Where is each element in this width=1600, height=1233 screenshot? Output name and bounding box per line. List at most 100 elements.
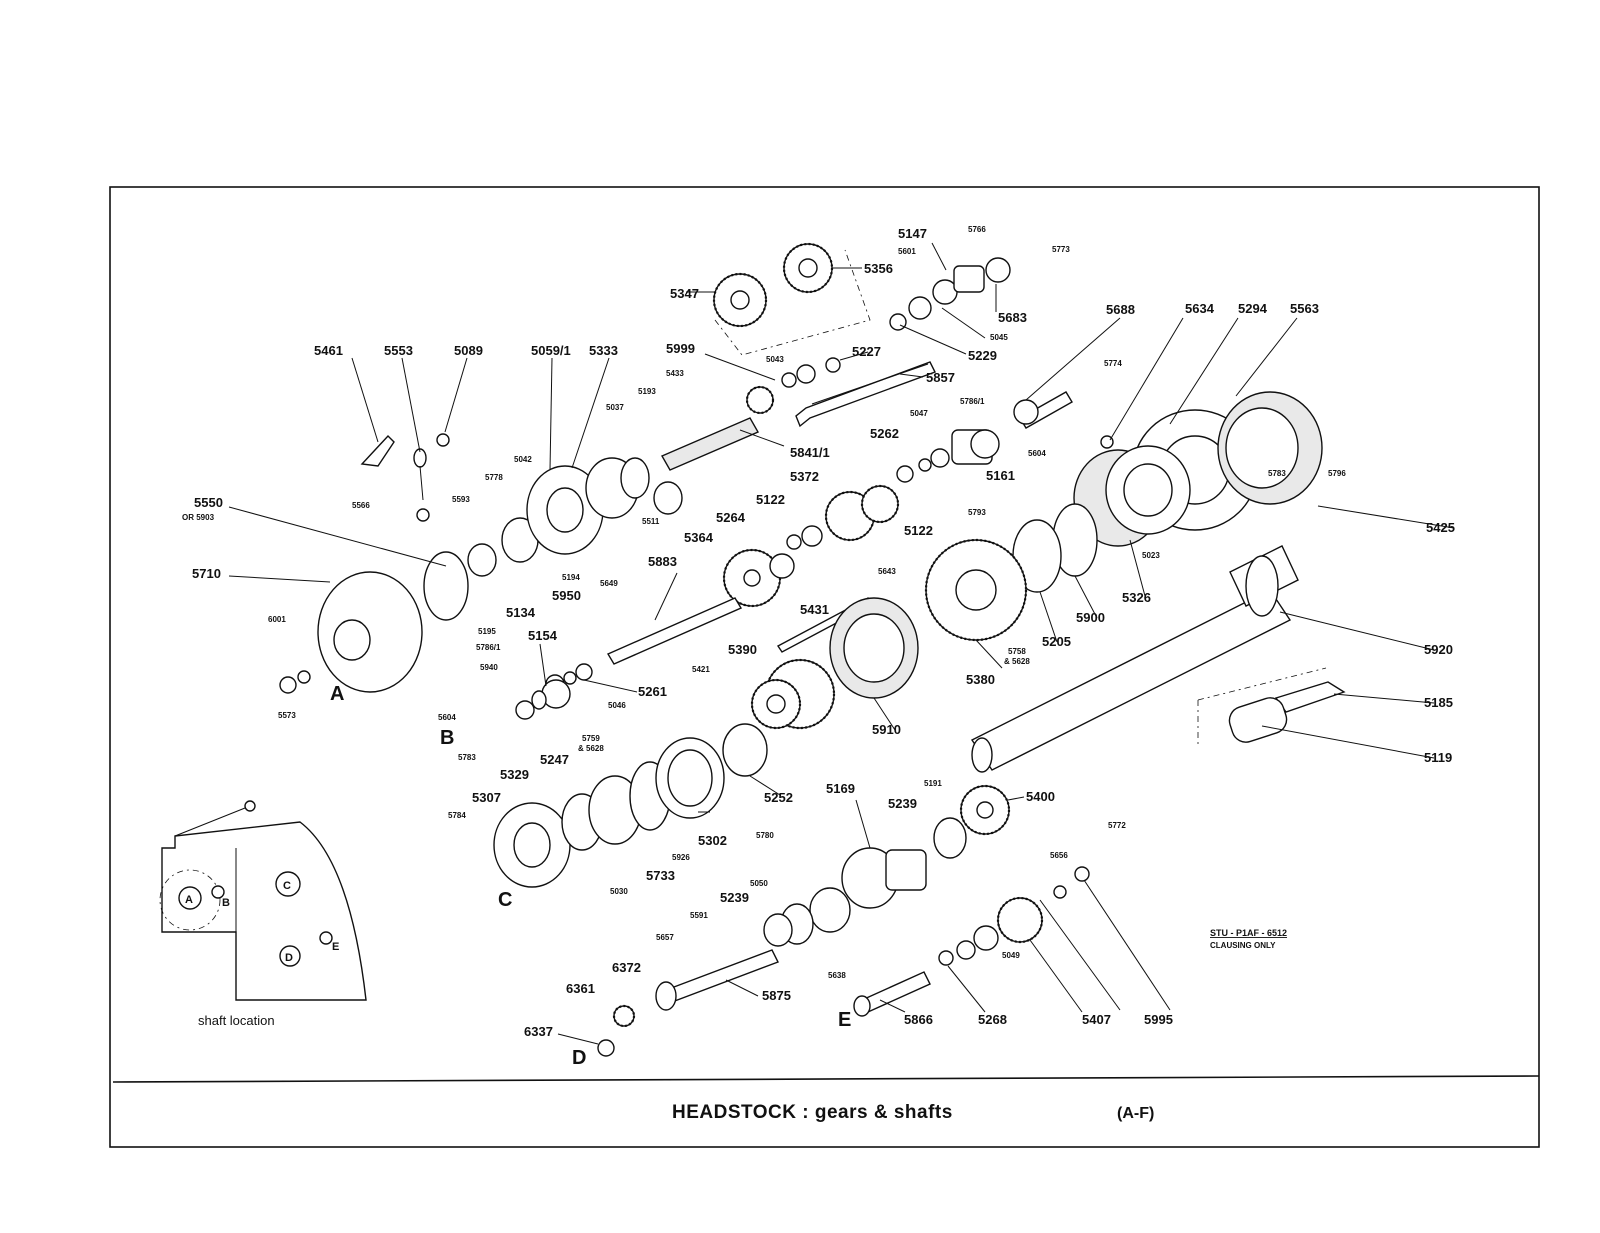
part-label: 5425 [1426,520,1455,535]
part-label: 5147 [898,226,927,241]
diagram-title-range: (A-F) [1117,1105,1154,1122]
part-label: & 5628 [578,744,604,753]
part-label: 5030 [610,887,628,896]
part-labels: 5147 5766 5773 5356 5601 5347 5683 5045 … [182,225,1455,1039]
part-label: 5857 [926,370,955,385]
part-label: 5191 [924,779,942,788]
part-label: 5161 [986,468,1015,483]
part-label: 5122 [904,523,933,538]
part-label: 5356 [864,261,893,276]
part-label: 5042 [514,455,532,464]
group-letter-e: E [838,1009,851,1031]
part-label: & 5628 [1004,657,1030,666]
group-letter-a: A [330,683,344,705]
inset-marker-a: A [185,894,193,906]
part-label: 5326 [1122,590,1151,605]
part-label: 5169 [826,781,855,796]
part-label: 5333 [589,343,618,358]
part-label: 5566 [352,501,370,510]
part-label: 5883 [648,554,677,569]
part-label: 5329 [500,767,529,782]
part-label: 5247 [540,752,569,767]
inset-caption: shaft location [198,1013,275,1028]
part-label: 5780 [756,831,774,840]
part-label: 5875 [762,988,791,1003]
part-label: 5045 [990,333,1008,342]
part-label: 5683 [998,310,1027,325]
part-label: 5307 [472,790,501,805]
part-label: 5778 [485,473,503,482]
part-label: 5563 [1290,301,1319,316]
part-label: 5059/1 [531,343,571,358]
part-label: 5229 [968,348,997,363]
part-label: 5195 [478,627,496,636]
part-label: 5390 [728,642,757,657]
part-label: 5047 [910,409,928,418]
part-label: 5604 [1028,449,1046,458]
part-label: 5185 [1424,695,1453,710]
part-label: 5758 [1008,647,1026,656]
part-label: 5205 [1042,634,1071,649]
group-letter-d: D [572,1047,586,1069]
part-label: 5796 [1328,469,1346,478]
part-label: 5037 [606,403,624,412]
part-label: 5591 [690,911,708,920]
part-label: 5050 [750,879,768,888]
part-label: 5511 [642,517,660,526]
inset-marker-d: D [285,952,293,964]
part-label: 5910 [872,722,901,737]
part-label: 5421 [692,665,710,674]
part-label: 6001 [268,615,286,624]
group-letter-c: C [498,889,512,911]
part-label: 5119 [1424,750,1452,765]
part-label: 5841/1 [790,445,830,460]
part-label: 5920 [1424,642,1453,657]
part-label: 5688 [1106,302,1135,317]
part-label: 5089 [454,343,483,358]
part-label: 5364 [684,530,714,545]
part-label: 5239 [888,796,917,811]
part-label: 5262 [870,426,899,441]
drawing-border [109,186,1540,1148]
part-label: 5774 [1104,359,1122,368]
part-label: 5400 [1026,789,1055,804]
part-label: 5634 [1185,301,1215,316]
inset-marker-c: C [283,880,291,892]
leader-lines [228,242,1455,1045]
part-label: 5643 [878,567,896,576]
part-label: 5604 [438,713,456,722]
part-label: 5372 [790,469,819,484]
part-label: 5638 [828,971,846,980]
part-label: 5657 [656,933,674,942]
part-label: 5710 [192,566,221,581]
part-label: 5926 [672,853,690,862]
part-label: 5649 [600,579,618,588]
part-label: 5759 [582,734,600,743]
inset-marker-b: B [222,897,230,909]
part-label: 5733 [646,868,675,883]
part-label: 5154 [528,628,558,643]
part-label: 5122 [756,492,785,507]
part-label: 5227 [852,344,881,359]
part-label: 6372 [612,960,641,975]
part-label: 5264 [716,510,746,525]
part-label: 5046 [608,701,626,710]
part-label: 5950 [552,588,581,603]
part-label: 5023 [1142,551,1160,560]
diagram-title: HEADSTOCK : gears & shafts [672,1102,953,1123]
part-label: 5407 [1082,1012,1111,1027]
part-label: 5239 [720,890,749,905]
part-label: 5783 [1268,469,1286,478]
part-label: 5194 [562,573,580,582]
part-label: 5573 [278,711,296,720]
shaft-location-inset: A B C D E shaft location [159,800,367,1028]
doc-reference: STU - P1AF - 6512 [1210,928,1287,938]
part-label: 5940 [480,663,498,672]
part-label: 5786/1 [476,643,501,652]
part-label: 5866 [904,1012,933,1027]
part-label: OR 5903 [182,513,215,522]
part-label: 5134 [506,605,536,620]
part-label: 5995 [1144,1012,1173,1027]
part-label: 5433 [666,369,684,378]
part-label: 5193 [638,387,656,396]
